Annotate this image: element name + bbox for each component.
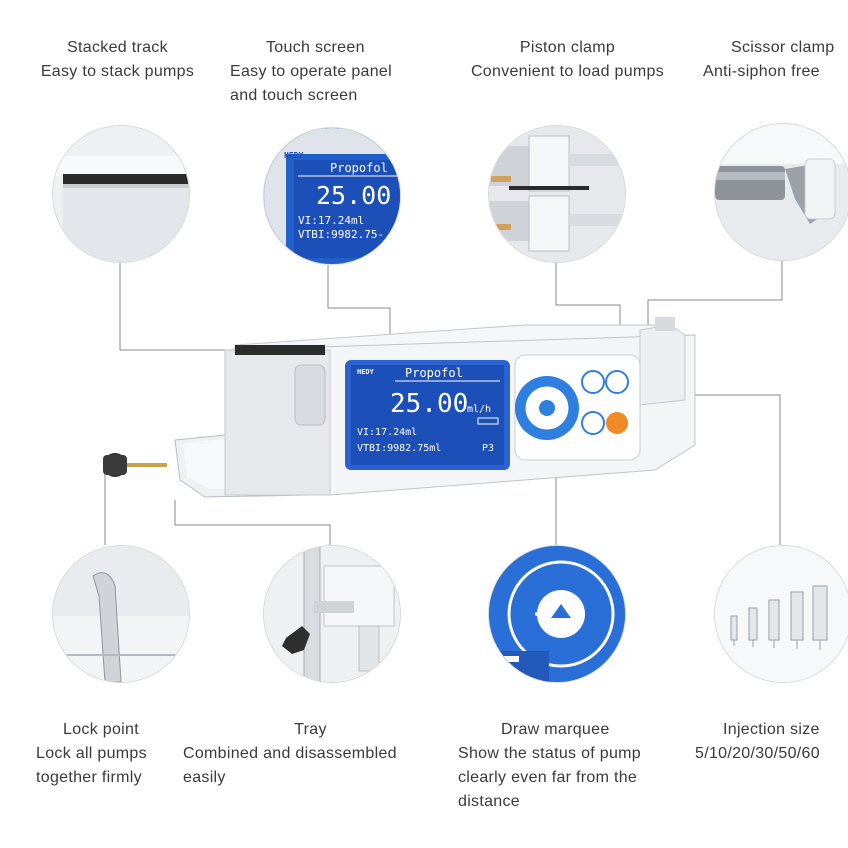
caption-title: Lock point xyxy=(63,721,139,738)
zoom-vi-value: VI:17.24ml xyxy=(298,214,364,227)
caption-piston-clamp: Piston clamp Convenient to load pumps xyxy=(450,36,685,84)
caption-desc: Convenient to load pumps xyxy=(470,63,665,80)
caption-desc: Show the status of pump xyxy=(458,745,642,762)
caption-desc: and touch screen xyxy=(230,87,358,104)
rate-value: 25.00 xyxy=(390,389,468,419)
caption-injection-size: Injection size 5/10/20/30/50/60 xyxy=(695,718,848,766)
caption-desc: Combined and disassembled xyxy=(183,745,397,762)
caption-desc: Anti-siphon free xyxy=(703,63,820,80)
tray-closeup xyxy=(263,545,401,683)
caption-title: Piston clamp xyxy=(519,39,616,56)
vi-value: VI:17.24ml xyxy=(357,427,417,438)
caption-stacked-track: Stacked track Easy to stack pumps xyxy=(20,36,215,84)
scissor-clamp-closeup xyxy=(714,123,848,261)
caption-desc: 5/10/20/30/50/60 xyxy=(695,745,820,762)
syringe-pump-device: HEDY Propofol 25.00 ml/h VI:17.24ml VTBI… xyxy=(103,317,696,498)
draw-marquee-closeup xyxy=(488,545,626,683)
caption-desc: easily xyxy=(183,769,226,786)
caption-desc: together firmly xyxy=(36,769,142,786)
caption-title: Stacked track xyxy=(67,39,168,56)
vtbi-value: VTBI:9982.75ml xyxy=(357,443,441,454)
lock-point-closeup xyxy=(52,545,190,683)
caption-lock-point: Lock point Lock all pumps together firml… xyxy=(26,718,176,790)
caption-desc: clearly even far from the xyxy=(458,769,638,786)
caption-desc: distance xyxy=(458,793,520,810)
piston-clamp-closeup xyxy=(488,125,626,263)
caption-scissor-clamp: Scissor clamp Anti-siphon free xyxy=(703,36,848,84)
caption-title: Touch screen xyxy=(266,39,365,56)
touch-screen-closeup: HEDY Propofol 25.00 VI:17.24ml VTBI:9982… xyxy=(263,127,401,265)
caption-tray: Tray Combined and disassembled easily xyxy=(183,718,443,790)
caption-draw-marquee: Draw marquee Show the status of pump cle… xyxy=(458,718,688,814)
caption-title: Injection size xyxy=(723,721,820,738)
injection-size-closeup xyxy=(714,545,848,683)
drug-label: Propofol xyxy=(405,366,463,380)
zoom-vtbi-value: VTBI:9982.75- xyxy=(298,228,384,241)
caption-title: Draw marquee xyxy=(501,721,610,738)
caption-touch-screen: Touch screen Easy to operate panel and t… xyxy=(230,36,430,108)
rate-unit: ml/h xyxy=(467,404,491,415)
caption-desc: Easy to operate panel xyxy=(230,63,392,80)
stacked-track-closeup xyxy=(52,125,190,263)
caption-title: Scissor clamp xyxy=(731,39,835,56)
caption-desc: Lock all pumps xyxy=(36,745,147,762)
zoom-rate-value: 25.00 xyxy=(316,181,391,210)
caption-desc: Easy to stack pumps xyxy=(40,63,195,80)
zoom-drug-label: Propofol xyxy=(330,161,388,175)
brand-label: HEDY xyxy=(284,151,303,160)
brand-label: HEDY xyxy=(357,368,375,376)
pressure-level: P3 xyxy=(482,443,494,454)
caption-title: Tray xyxy=(294,721,327,738)
